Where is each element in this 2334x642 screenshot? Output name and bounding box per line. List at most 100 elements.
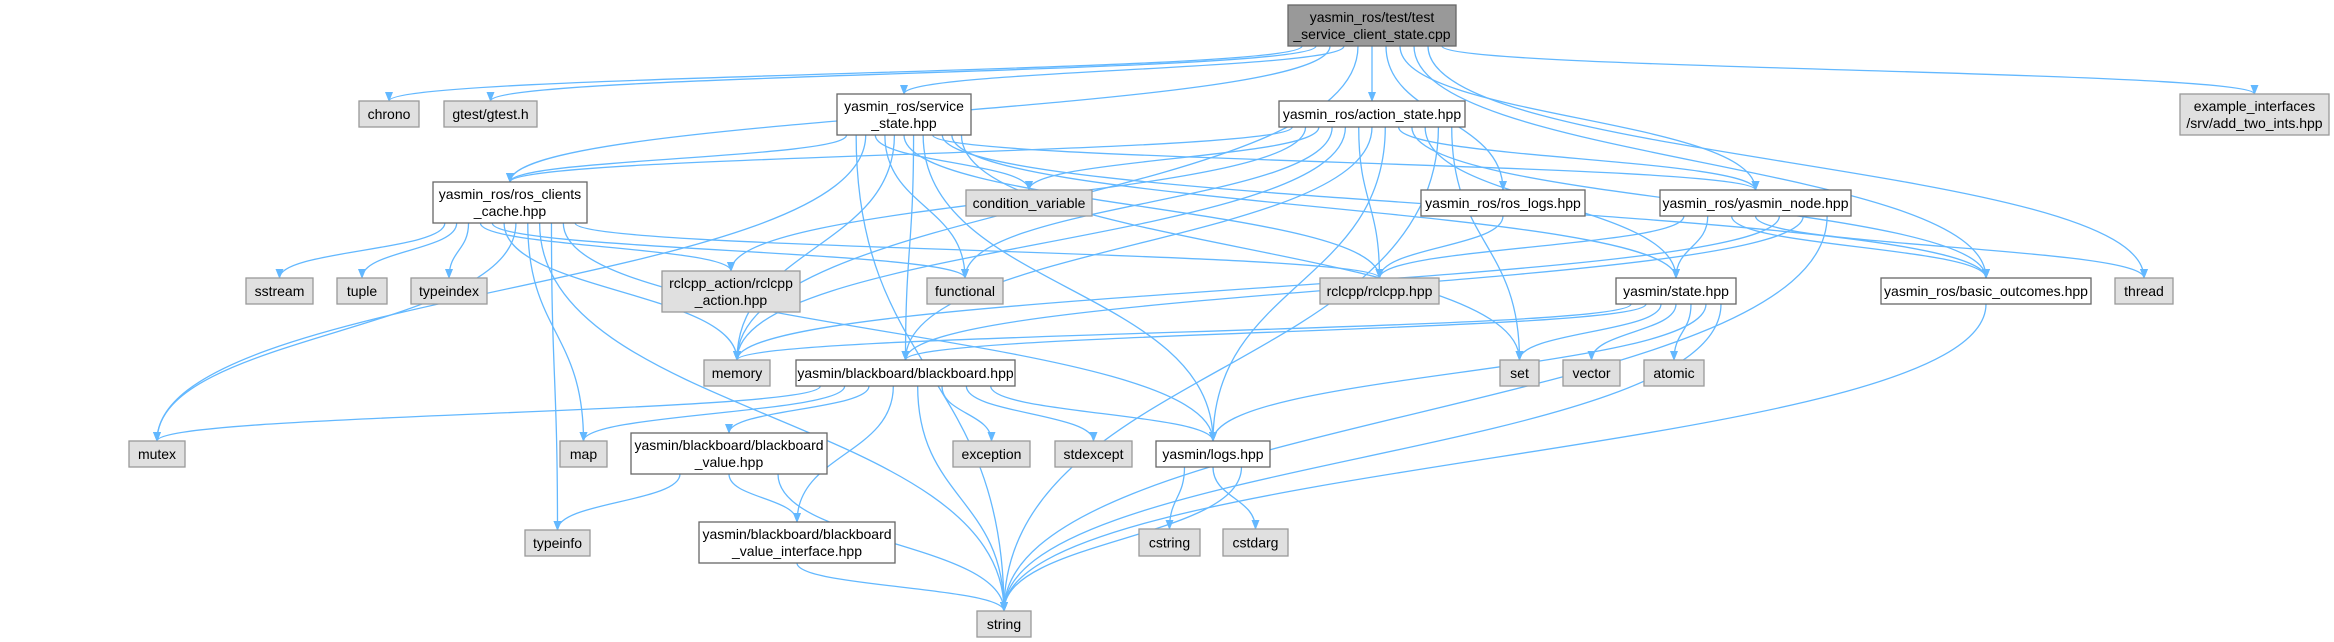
edge-action_state-to-string xyxy=(1000,126,1440,612)
edge-blackboard-to-map xyxy=(579,385,846,442)
edge-service_state-to-mutex xyxy=(153,134,867,442)
node-label: _value_interface.hpp xyxy=(731,543,862,559)
node-state[interactable]: yasmin/state.hpp xyxy=(1615,277,1737,305)
edge-action_state-to-ros_clients_cache xyxy=(506,126,1293,183)
node-box xyxy=(976,610,1032,638)
node-yasmin-node[interactable]: yasmin_ros/yasmin_node.hpp xyxy=(1659,189,1852,217)
node-string: string xyxy=(976,610,1032,638)
node-main[interactable]: yasmin_ros/test/test_service_client_stat… xyxy=(1287,4,1457,47)
node-box xyxy=(1155,440,1271,468)
node-service-state[interactable]: yasmin_ros/service_state.hpp xyxy=(836,93,972,136)
node-box xyxy=(1499,359,1540,387)
edge-ros_clients_cache-to-typeindex xyxy=(445,222,470,279)
node-label: _action.hpp xyxy=(694,292,768,308)
node-box xyxy=(1287,4,1457,47)
edge-yasmin_node-to-state xyxy=(1672,215,1709,279)
node-label: functional xyxy=(935,283,995,299)
node-label: typeinfo xyxy=(533,535,582,551)
node-ros-logs[interactable]: yasmin_ros/ros_logs.hpp xyxy=(1420,189,1586,217)
node-box xyxy=(1222,528,1289,557)
node-label: yasmin/blackboard/blackboard xyxy=(702,526,891,542)
edge-ros_logs-to-rclcpp xyxy=(1375,215,1504,279)
node-label: cstring xyxy=(1149,535,1190,551)
edge-blackboard-to-mutex xyxy=(153,385,821,442)
node-logs[interactable]: yasmin/logs.hpp xyxy=(1155,440,1271,468)
nodes-layer: yasmin_ros/test/test_service_client_stat… xyxy=(128,4,2330,638)
node-bb-value[interactable]: yasmin/blackboard/blackboard_value.hpp xyxy=(630,432,828,475)
node-label: _service_client_state.cpp xyxy=(1292,26,1450,42)
node-box xyxy=(1659,189,1852,217)
node-label: rclcpp/rclcpp.hpp xyxy=(1327,283,1433,299)
node-basic-outcomes[interactable]: yasmin_ros/basic_outcomes.hpp xyxy=(1880,277,2092,305)
node-mutex: mutex xyxy=(128,440,186,468)
node-label: chrono xyxy=(368,106,411,122)
node-exception: exception xyxy=(952,440,1031,468)
node-box xyxy=(128,440,186,468)
node-label: thread xyxy=(2124,283,2164,299)
node-stdexcept: stdexcept xyxy=(1054,440,1133,468)
node-box xyxy=(1420,189,1586,217)
edge-yasmin_node-to-thread xyxy=(1754,215,2148,279)
edge-yasmin_node-to-rclcpp xyxy=(1375,215,1685,279)
edge-yasmin_node-to-basic_outcomes xyxy=(1730,215,1990,279)
node-label: mutex xyxy=(138,446,176,462)
node-label: yasmin/logs.hpp xyxy=(1162,446,1263,462)
node-box xyxy=(1278,100,1466,128)
edge-main-to-thread xyxy=(1427,45,2148,279)
edge-ros_clients_cache-to-rclcpp xyxy=(574,222,1384,279)
node-label: sstream xyxy=(255,283,305,299)
node-box xyxy=(2179,93,2330,136)
node-label: yasmin/state.hpp xyxy=(1623,283,1729,299)
node-box xyxy=(443,100,538,128)
node-blackboard[interactable]: yasmin/blackboard/blackboard.hpp xyxy=(795,359,1016,387)
node-box xyxy=(358,100,420,128)
edge-action_state-to-set xyxy=(1451,126,1524,361)
node-memory: memory xyxy=(703,359,771,387)
node-thread: thread xyxy=(2114,277,2174,305)
node-label: yasmin_ros/ros_clients xyxy=(439,186,581,202)
node-example-interfaces: example_interfaces/srv/add_two_ints.hpp xyxy=(2179,93,2330,136)
edge-state-to-logs xyxy=(1209,303,1707,442)
node-box xyxy=(1054,440,1133,468)
node-label: yasmin_ros/action_state.hpp xyxy=(1283,106,1461,122)
node-label: gtest/gtest.h xyxy=(452,106,528,122)
node-cstdarg: cstdarg xyxy=(1222,528,1289,557)
edge-main-to-basic_outcomes xyxy=(1413,45,1990,279)
edge-service_state-to-set xyxy=(960,134,1524,361)
edge-blackboard-to-stdexcept xyxy=(965,385,1098,442)
edge-state-to-set xyxy=(1515,303,1662,361)
node-box xyxy=(952,440,1031,468)
node-box xyxy=(1880,277,2092,305)
node-atomic: atomic xyxy=(1643,359,1705,387)
node-bb-value-interface[interactable]: yasmin/blackboard/blackboard_value_inter… xyxy=(698,521,896,564)
edge-ros_clients_cache-to-logs xyxy=(562,222,1217,442)
edge-main-to-yasmin_node xyxy=(1399,45,1760,191)
node-box xyxy=(524,529,591,557)
edge-state-to-blackboard xyxy=(901,303,1647,361)
node-box xyxy=(630,432,828,475)
node-box xyxy=(1319,277,1440,305)
node-ros-clients-cache[interactable]: yasmin_ros/ros_clients_cache.hpp xyxy=(432,181,588,224)
edge-action_state-to-blackboard xyxy=(901,126,1373,361)
node-label: yasmin/blackboard/blackboard.hpp xyxy=(797,365,1014,381)
node-label: cstdarg xyxy=(1233,535,1279,551)
edge-blackboard-to-bb_value_interface xyxy=(793,385,894,523)
edge-yasmin_node-to-memory xyxy=(733,215,1781,361)
edge-logs-to-cstdarg xyxy=(1212,466,1260,530)
node-action-state[interactable]: yasmin_ros/action_state.hpp xyxy=(1278,100,1466,128)
node-label: atomic xyxy=(1653,365,1694,381)
edge-ros_clients_cache-to-rclcpp_action xyxy=(479,222,735,272)
node-box xyxy=(965,189,1093,217)
edge-yasmin_node-to-string xyxy=(1000,215,1828,612)
edge-state-to-vector xyxy=(1587,303,1677,361)
node-label: yasmin_ros/ros_logs.hpp xyxy=(1425,195,1581,211)
edge-main-to-chrono xyxy=(385,45,1303,102)
edge-ros_clients_cache-to-map xyxy=(527,222,588,442)
node-typeinfo: typeinfo xyxy=(524,529,591,557)
node-typeindex: typeindex xyxy=(410,277,488,305)
node-box xyxy=(245,277,314,305)
node-condition-variable: condition_variable xyxy=(965,189,1093,217)
edge-service_state-to-rclcpp xyxy=(903,134,1384,279)
edge-blackboard-to-string xyxy=(917,385,1008,612)
